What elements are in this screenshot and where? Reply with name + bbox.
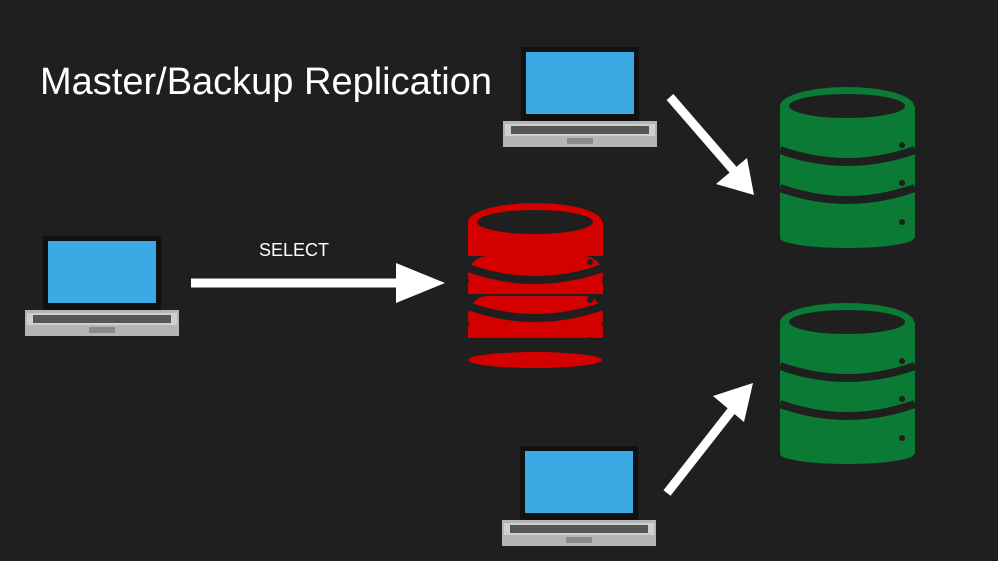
backup-database-2-icon — [778, 303, 917, 464]
select-edge-label: SELECT — [259, 240, 330, 260]
master-database-icon — [466, 203, 605, 368]
client-bottom-laptop-icon — [502, 446, 656, 546]
client-left-laptop-icon — [25, 236, 179, 336]
select-arrow — [191, 263, 445, 303]
diagram-title: Master/Backup Replication — [40, 61, 492, 103]
client-top-laptop-icon — [503, 47, 657, 147]
backup-database-1-icon — [778, 87, 917, 248]
replication-arrow-top — [666, 94, 754, 195]
replication-arrow-bottom — [663, 383, 753, 496]
